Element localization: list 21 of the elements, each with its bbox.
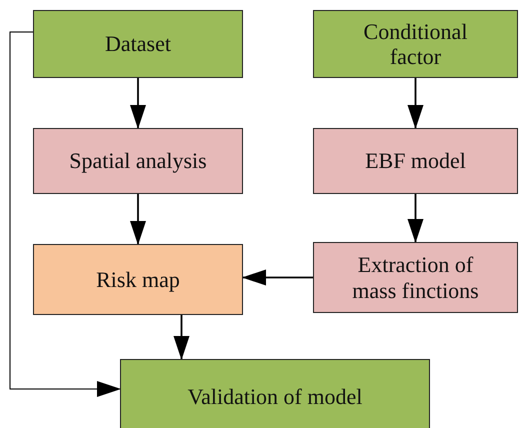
box-label: Risk map (96, 266, 180, 292)
box-label: Dataset (105, 31, 171, 57)
box-label: Validation of model (188, 384, 362, 410)
box-label: Spatial analysis (69, 148, 207, 174)
arrow (130, 194, 146, 245)
arrow (174, 315, 190, 360)
arrow (408, 78, 424, 129)
process-box (120, 359, 430, 428)
process-box (313, 242, 518, 313)
process-box (33, 128, 243, 194)
box-label: EBF model (365, 148, 466, 174)
process-box (33, 10, 243, 78)
process-box (313, 128, 518, 194)
arrow (10, 32, 121, 397)
arrow (408, 194, 424, 243)
box-label: Extraction of mass finctions (351, 252, 480, 303)
arrow (242, 270, 313, 286)
box-label: Conditional factor (362, 18, 468, 70)
process-box (33, 244, 243, 315)
arrow (130, 78, 146, 129)
process-box (313, 10, 518, 78)
